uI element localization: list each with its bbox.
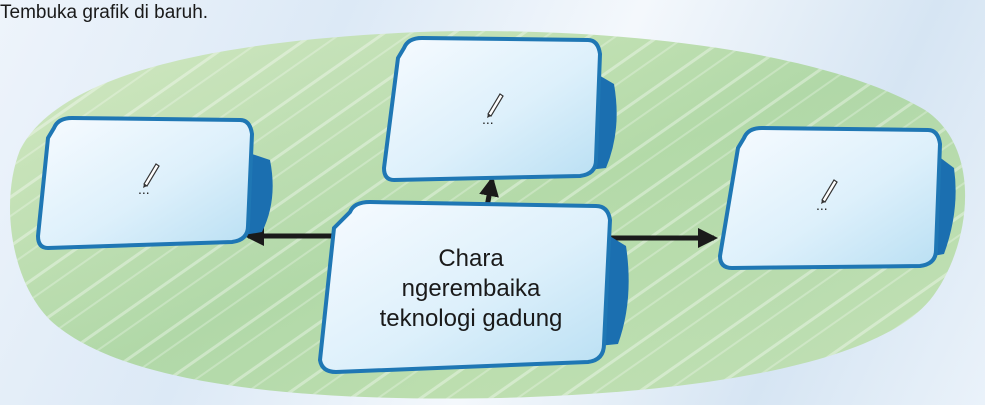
center-card-line-2: ngerembaika	[401, 275, 541, 302]
svg-text:...: ...	[138, 181, 150, 197]
instruction-text: Tembuka grafik di baruh.	[0, 2, 209, 23]
svg-text:...: ...	[816, 197, 828, 213]
center-card	[317, 199, 629, 375]
center-card-line-1: Chara	[438, 245, 504, 272]
pen-icon: ...	[482, 93, 504, 127]
svg-text:...: ...	[482, 111, 494, 127]
center-card-label: Chara ngerembaika teknologi gadung	[336, 244, 606, 334]
center-card-line-3: teknologi gadung	[379, 305, 563, 332]
answer-card-right[interactable]: ...	[717, 125, 956, 271]
answer-card-left[interactable]: ...	[35, 115, 273, 251]
answer-card-top[interactable]: ...	[381, 35, 617, 183]
pen-icon: ...	[138, 163, 160, 197]
pen-icon: ...	[816, 179, 838, 213]
